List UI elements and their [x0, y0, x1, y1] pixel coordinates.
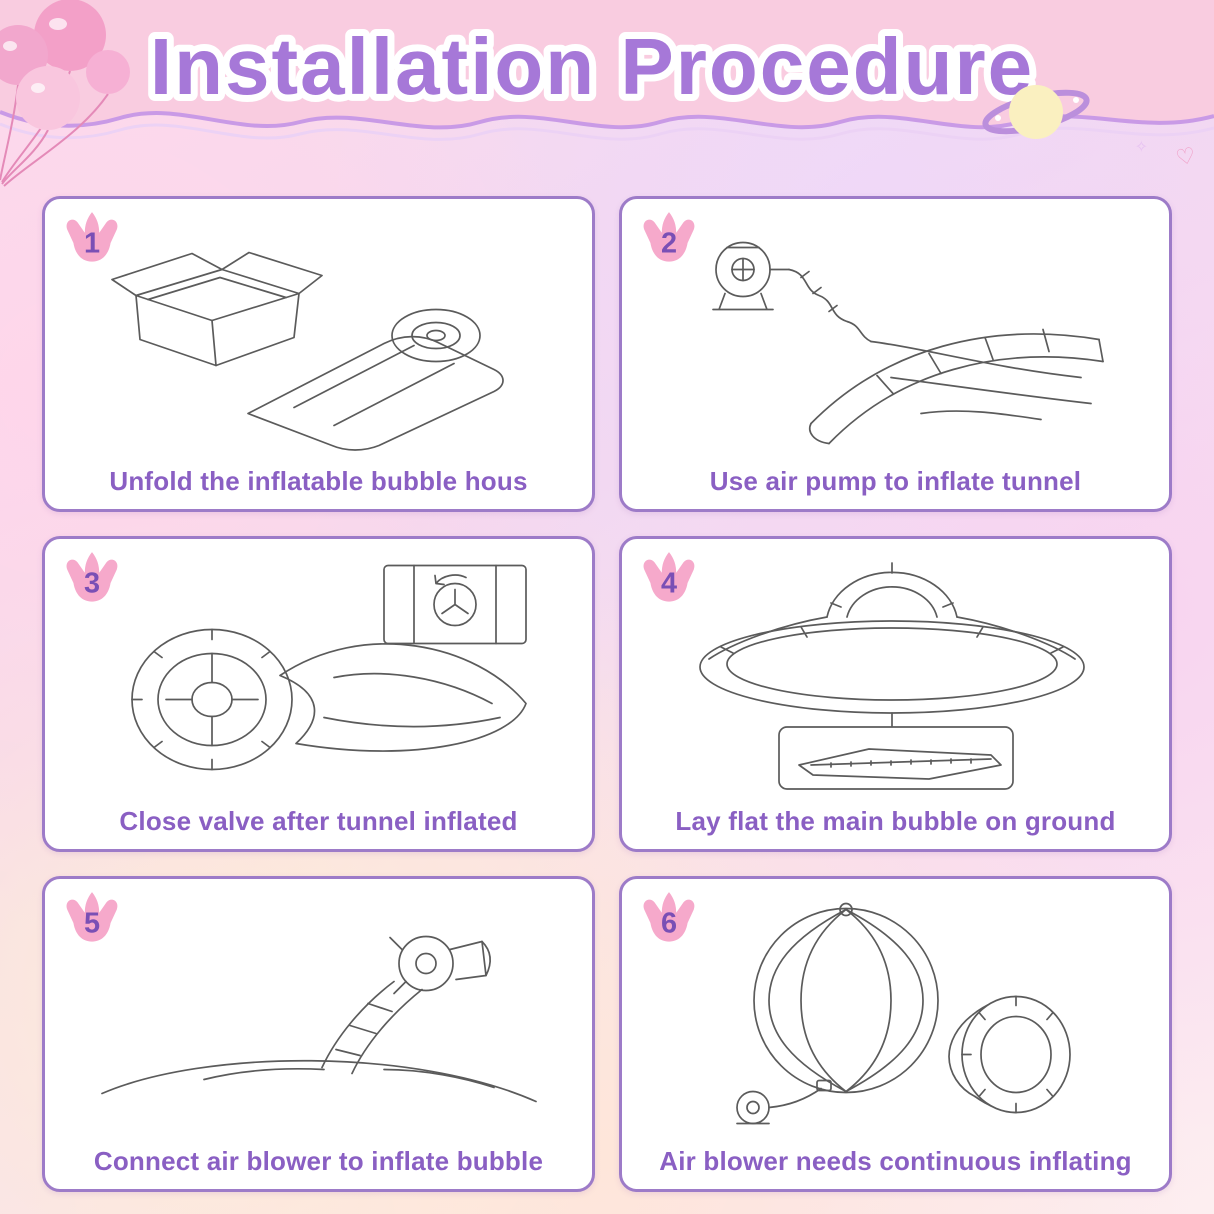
step-3-illustration: [130, 565, 527, 771]
step-card-4: 4 Lay flat the main bubble on ground: [619, 536, 1172, 852]
step-1-number-badge: 1: [66, 212, 118, 262]
step-1-illustration: [110, 252, 504, 452]
step-2-number: 2: [661, 227, 677, 259]
step-card-3: 3 Close valve after tunnel inflated: [42, 536, 595, 852]
step-1-number: 1: [84, 227, 100, 259]
balloons-icon: [0, 0, 130, 187]
planet-stars-decor: [982, 85, 1090, 139]
step-3-number: 3: [84, 567, 100, 599]
step-3-caption: Close valve after tunnel inflated: [119, 806, 518, 836]
step-card-1: 1 Unfold the inflatable bubble hous: [42, 196, 595, 512]
step-2-number-badge: 2: [643, 212, 695, 262]
step-4-illustration: [698, 562, 1085, 791]
page-title-wrap: Installation Procedure: [143, 15, 1039, 118]
header-banner: Installation Procedure: [0, 0, 1214, 180]
step-4-number-badge: 4: [643, 552, 695, 602]
step-6-illustration: [735, 903, 1071, 1125]
step-card-2: 2 Use air pump to inflate tunnel: [619, 196, 1172, 512]
step-card-5: 5 Connect air blower to inflate bubble: [42, 876, 595, 1192]
step-2-illustration: [711, 242, 1104, 445]
step-6-number: 6: [661, 907, 677, 939]
step-6-number-badge: 6: [643, 892, 695, 942]
star-icon: ✧: [1134, 139, 1148, 156]
step-3-number-badge: 3: [66, 552, 118, 602]
page-title: Installation Procedure: [150, 22, 1034, 111]
step-card-6: 6 Air blower needs continuous inflating: [619, 876, 1172, 1192]
step-5-number-badge: 5: [66, 892, 118, 942]
planet-icon: [982, 85, 1090, 139]
step-2-caption: Use air pump to inflate tunnel: [709, 466, 1082, 496]
step-1-caption: Unfold the inflatable bubble hous: [109, 466, 528, 496]
step-5-illustration: [100, 936, 537, 1103]
step-5-caption: Connect air blower to inflate bubble: [93, 1146, 544, 1176]
step-4-number: 4: [661, 567, 677, 599]
step-6-caption: Air blower needs continuous inflating: [659, 1146, 1132, 1176]
steps-grid: 1 Unfold the inflatable bubble hous 2: [42, 196, 1172, 1192]
step-4-caption: Lay flat the main bubble on ground: [675, 806, 1116, 836]
step-5-number: 5: [84, 907, 100, 939]
